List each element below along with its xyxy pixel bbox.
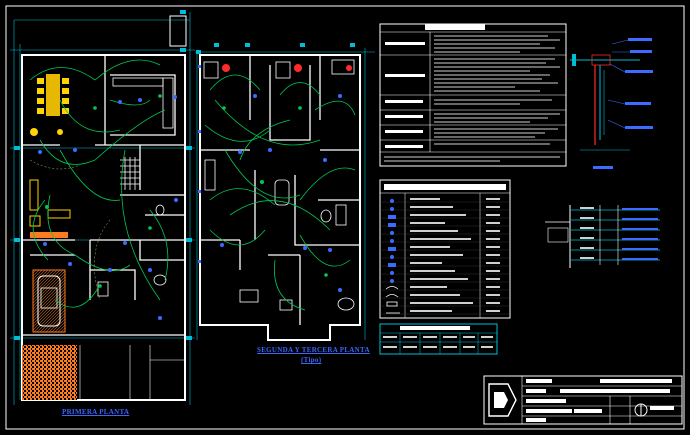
legend-row-text bbox=[410, 238, 471, 240]
legend-row-code bbox=[486, 206, 500, 208]
title-block bbox=[483, 375, 683, 425]
legend-row-code bbox=[486, 222, 500, 224]
legend-row-code bbox=[486, 198, 500, 200]
legend-row-text bbox=[410, 230, 458, 232]
garage-car bbox=[32, 269, 66, 333]
legend-row-text bbox=[410, 286, 447, 288]
plan-2-title: SEGUNDA Y TERCERA PLANTA bbox=[257, 346, 370, 354]
schedule-table bbox=[379, 323, 498, 355]
legend-row-code bbox=[486, 254, 500, 256]
legend-row-code bbox=[486, 230, 500, 232]
legend-row-text bbox=[410, 278, 468, 280]
legend-row-text bbox=[410, 198, 440, 200]
legend-row-code bbox=[486, 278, 500, 280]
legend-row-text bbox=[410, 302, 473, 304]
legend-table bbox=[379, 179, 511, 319]
single-line-diagram bbox=[545, 205, 660, 268]
compass-icon bbox=[634, 403, 674, 417]
plan-1-title: PRIMERA PLANTA bbox=[62, 408, 130, 416]
legend-row-code bbox=[486, 246, 500, 248]
legend-row-code bbox=[486, 270, 500, 272]
legend-row-text bbox=[410, 262, 442, 264]
red-fixtures bbox=[222, 64, 352, 72]
company-logo-icon bbox=[488, 383, 517, 417]
front-paving bbox=[22, 345, 77, 400]
circuits-first-floor bbox=[29, 59, 169, 308]
legend-row-code bbox=[486, 214, 500, 216]
plan-2-subtitle: (Tipo) bbox=[301, 356, 322, 364]
legend-row-text bbox=[410, 206, 453, 208]
legend-row-code bbox=[486, 238, 500, 240]
legend-row-code bbox=[486, 302, 500, 304]
circuits-typical-floor bbox=[204, 74, 356, 311]
legend-row-text bbox=[410, 270, 455, 272]
dining-set bbox=[37, 74, 69, 116]
legend-row-code bbox=[486, 286, 500, 288]
legend-row-text bbox=[410, 246, 450, 248]
plan-typical-floor bbox=[195, 43, 375, 341]
legend-row-code bbox=[486, 262, 500, 264]
notes-table bbox=[379, 23, 567, 167]
legend-row-text bbox=[410, 310, 452, 312]
sheet-border bbox=[5, 5, 685, 430]
plan-first-floor bbox=[10, 10, 195, 405]
legend-row-code bbox=[486, 310, 500, 312]
legend-row-code bbox=[486, 294, 500, 296]
legend-row-text bbox=[410, 222, 445, 224]
legend-row-text bbox=[410, 294, 460, 296]
grounding-detail bbox=[570, 38, 653, 169]
legend-row-text bbox=[410, 254, 463, 256]
legend-row-text bbox=[410, 214, 466, 216]
